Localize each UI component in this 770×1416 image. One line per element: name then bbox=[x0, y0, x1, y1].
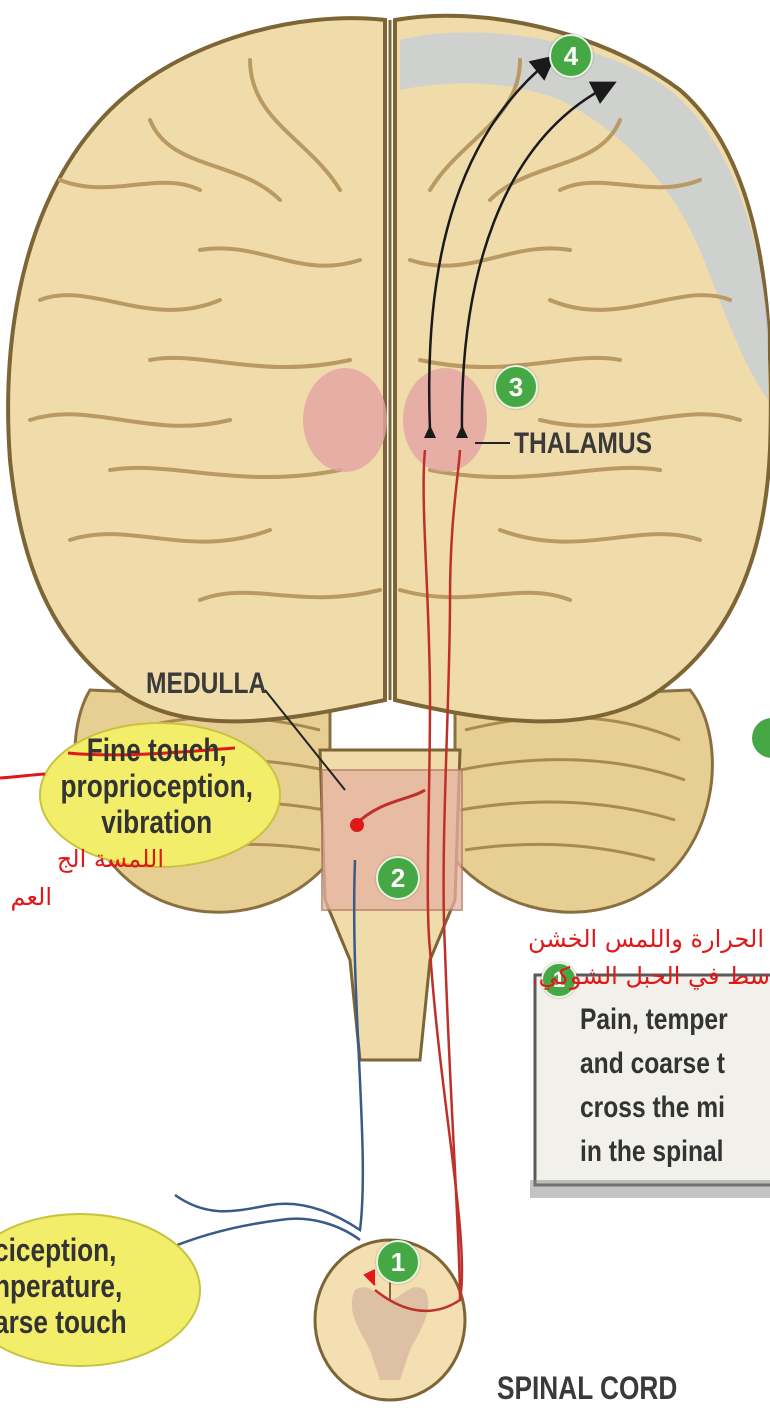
nociception-text: ciception, nperature, arse touch bbox=[0, 1232, 158, 1340]
fine-touch-line-1: Fine touch, bbox=[46, 732, 267, 768]
medulla-label: MEDULLA bbox=[146, 667, 266, 701]
step-2-badge: 2 bbox=[376, 856, 420, 900]
arabic-note-left-2: العم bbox=[10, 883, 52, 911]
nociception-line-2: nperature, bbox=[0, 1268, 158, 1304]
info-line-3: cross the mi bbox=[580, 1086, 769, 1130]
step-1-badge: 1 bbox=[376, 1240, 420, 1284]
info-line-4: in the spinal bbox=[580, 1130, 769, 1174]
fine-touch-line-2: proprioception, bbox=[46, 768, 267, 804]
fine-touch-line-3: vibration bbox=[46, 804, 267, 840]
spinal-cord-label: SPINAL CORD bbox=[497, 1370, 677, 1407]
brainstem bbox=[320, 750, 462, 1060]
arabic-note-left-1: اللمسة الج bbox=[57, 845, 164, 873]
annotation-mark bbox=[0, 774, 45, 778]
step-4-badge: 4 bbox=[549, 34, 593, 78]
info-line-2: and coarse t bbox=[580, 1042, 769, 1086]
cerebrum bbox=[8, 16, 770, 722]
step-3-badge: 3 bbox=[494, 365, 538, 409]
info-line-1: Pain, temper bbox=[580, 998, 769, 1042]
info-box-text: Pain, temper and coarse t cross the mi i… bbox=[580, 998, 769, 1174]
arabic-note-right-1: الحرارة واللمس الخشن bbox=[528, 925, 764, 953]
nociception-line-1: ciception, bbox=[0, 1232, 158, 1268]
arabic-note-right-2: سط في الحبل الشوكي. bbox=[531, 962, 770, 990]
nociception-line-3: arse touch bbox=[0, 1304, 158, 1340]
fine-touch-text: Fine touch, proprioception, vibration bbox=[46, 732, 267, 840]
thalamus-label: THALAMUS bbox=[514, 427, 652, 461]
